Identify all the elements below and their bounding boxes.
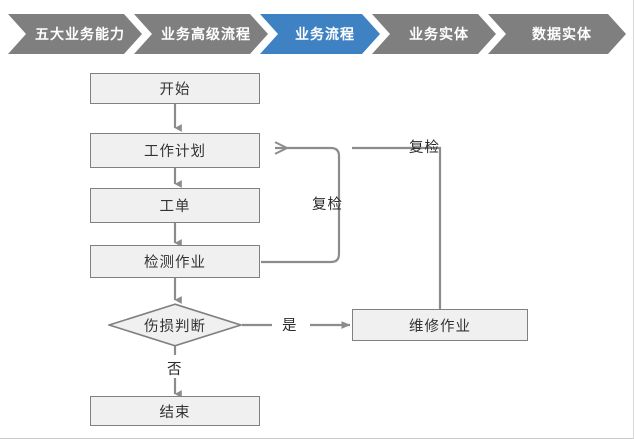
edge-recheck-outer <box>352 146 442 309</box>
diamond-shape <box>108 303 242 347</box>
node-inspection-label: 检测作业 <box>144 255 206 271</box>
node-end-label: 结束 <box>159 404 191 421</box>
node-start-label: 开始 <box>159 82 191 98</box>
edge-label-yes: 是 <box>282 318 298 334</box>
edge-label-no: 否 <box>167 362 183 378</box>
edge-label-recheck-inner: 复检 <box>312 197 343 213</box>
node-start[interactable]: 开始 <box>90 73 260 104</box>
node-decision[interactable]: 伤损判断 <box>108 303 242 347</box>
edge-label-recheck-outer: 复检 <box>409 140 440 156</box>
node-repair-label: 维修作业 <box>409 318 471 335</box>
node-workplan-label: 工作计划 <box>144 144 206 160</box>
node-repair[interactable]: 维修作业 <box>352 309 528 341</box>
node-workorder-label: 工单 <box>159 199 191 215</box>
node-end[interactable]: 结束 <box>90 396 260 426</box>
node-workplan[interactable]: 工作计划 <box>90 133 260 168</box>
node-inspection[interactable]: 检测作业 <box>90 245 260 278</box>
node-workorder[interactable]: 工单 <box>90 188 260 223</box>
node-decision-label: 伤损判断 <box>144 318 206 335</box>
